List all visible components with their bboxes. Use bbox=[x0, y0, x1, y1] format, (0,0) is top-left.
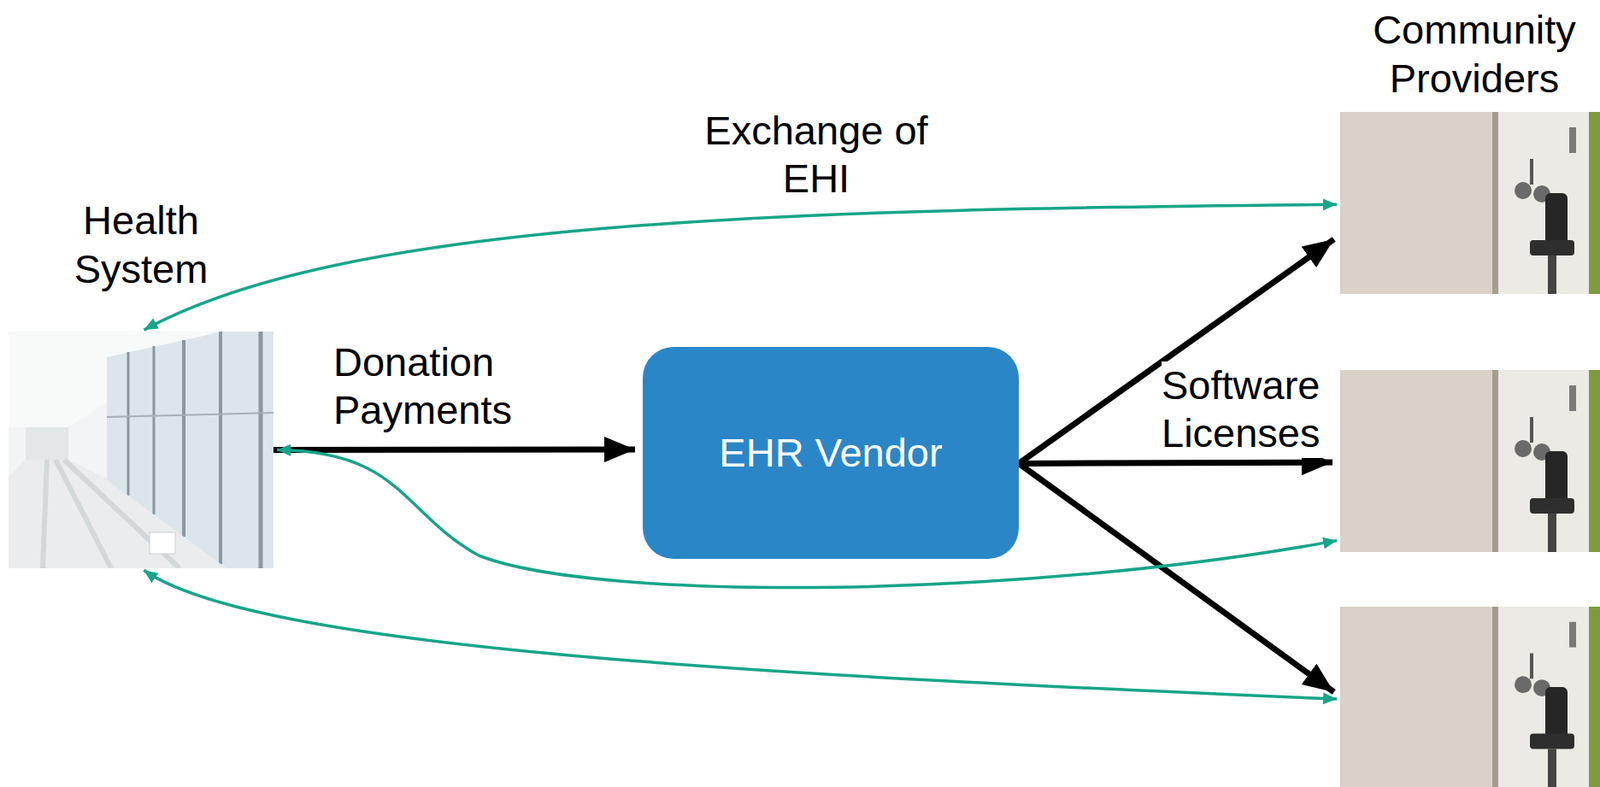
mullion bbox=[127, 352, 130, 496]
edge-label: Exchange of EHI bbox=[692, 106, 941, 204]
exchange-connector bbox=[144, 204, 1338, 330]
floor bbox=[8, 459, 227, 569]
office-photo bbox=[1340, 370, 1600, 553]
mullion bbox=[218, 331, 223, 565]
photo-ground bbox=[8, 331, 274, 569]
mullion bbox=[182, 340, 186, 537]
box-label: EHR Vendor bbox=[718, 429, 942, 477]
office-image bbox=[1340, 111, 1600, 295]
office-photo bbox=[1340, 606, 1600, 787]
corridor-far bbox=[25, 427, 69, 460]
office-image bbox=[1340, 606, 1600, 787]
bench bbox=[149, 532, 176, 554]
mullion bbox=[258, 331, 264, 569]
exchange-connector bbox=[143, 570, 1337, 700]
flow-arrow bbox=[1018, 462, 1333, 464]
mullion bbox=[152, 346, 156, 515]
flow-arrow bbox=[273, 447, 636, 454]
floor-stripe bbox=[42, 459, 48, 569]
edge-label: Donation Payments bbox=[333, 338, 530, 436]
floor-stripe bbox=[64, 459, 180, 569]
office-image bbox=[1340, 370, 1600, 553]
flow-arrow bbox=[1018, 463, 1335, 693]
provider-group: Community Providers bbox=[1340, 111, 1600, 787]
node-heading: Community Providers bbox=[1354, 5, 1595, 103]
hallway-photo bbox=[8, 331, 274, 569]
flow-arrow bbox=[1018, 239, 1335, 464]
node-heading: Health System bbox=[55, 196, 227, 294]
vendor-box: EHR Vendor bbox=[642, 347, 1019, 559]
office-photo bbox=[1340, 111, 1600, 295]
health-system-node: Health System bbox=[8, 331, 274, 569]
edge-label: Software Licenses bbox=[1161, 361, 1333, 459]
transom bbox=[106, 412, 274, 418]
